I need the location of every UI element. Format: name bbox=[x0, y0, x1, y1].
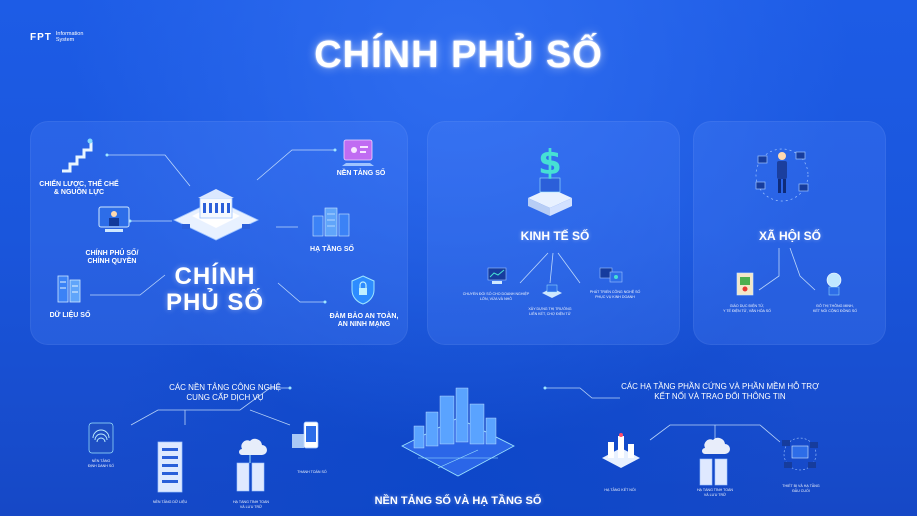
shared-line-2: VÀ LƯU TRỮ bbox=[239, 504, 263, 509]
platform-label: NỀN TẢNG SỐ bbox=[336, 170, 386, 177]
left-heading-line-1: CÁC NỀN TẢNG CÔNG NGHỆ bbox=[169, 383, 281, 392]
economy-item1-label: CHUYỂN ĐỔI SỐ CHO DOANH NGHIỆP LỚN, VỪA … bbox=[456, 292, 536, 301]
devices-line-1: THIẾT BỊ VÀ HẠ TẦNG bbox=[782, 484, 820, 488]
shared-label: HẠ TẦNG TÍNH TOÁN VÀ LƯU TRỮ bbox=[218, 500, 284, 509]
smart-city-platform-icon bbox=[401, 387, 515, 477]
data-label: DỮ LIỆU SỐ bbox=[49, 312, 91, 319]
economy-item1-line-1: CHUYỂN ĐỔI SỐ CHO DOANH NGHIỆP bbox=[462, 292, 530, 296]
digital-citizen-icon bbox=[755, 148, 809, 202]
computer-chart-icon bbox=[487, 267, 507, 284]
dollar-tower-icon: $ bbox=[528, 143, 572, 216]
society-item1-line-1: GIÁO DỤC ĐIỆN TỬ, bbox=[729, 304, 765, 308]
smart-city-icon bbox=[826, 272, 842, 296]
government-building-icon bbox=[173, 189, 259, 241]
society-item1-line-2: Y TẾ ĐIỆN TỬ, VĂN HÓA SỐ bbox=[723, 308, 771, 313]
tech-screens-icon bbox=[599, 267, 623, 283]
center-gov-label: CHÍNH PHỦ SỐ bbox=[160, 264, 270, 316]
economy-panel bbox=[427, 121, 680, 345]
center-gov-line-2: PHỦ SỐ bbox=[165, 289, 264, 316]
gov-local-label: CHÍNH PHỦ SỐ/ CHÍNH QUYỀN bbox=[72, 250, 152, 266]
logo-line-2: System bbox=[55, 37, 75, 43]
database-icon bbox=[57, 275, 81, 303]
ident-label: NỀN TẢNG ĐỊNH DANH SỐ bbox=[68, 459, 134, 468]
infra-label: HẠ TẦNG SỐ bbox=[310, 246, 354, 253]
economy-title: KINH TẾ SỐ bbox=[520, 229, 590, 243]
education-health-icon bbox=[736, 272, 754, 296]
left-heading: CÁC NỀN TẢNG CÔNG NGHỆ CUNG CẤP DỊCH VỤ bbox=[140, 383, 310, 403]
society-item2-line-2: KẾT NỐI CỘNG ĐỒNG SỐ bbox=[812, 308, 858, 313]
devices-line-2: ĐẦU CUỐI bbox=[792, 488, 810, 493]
society-item2-label: ĐÔ THỊ THÔNG MINH, KẾT NỐI CỘNG ĐỒNG SỐ bbox=[800, 304, 870, 313]
economy-item3-line-2: PHỤC VỤ KINH DOANH bbox=[595, 294, 635, 299]
security-shield-icon bbox=[351, 275, 375, 305]
logo-mark: FPT bbox=[30, 31, 52, 43]
logo-text: Information System bbox=[56, 31, 84, 43]
stairs-icon bbox=[62, 138, 93, 173]
center-gov-line-1: CHÍNH bbox=[174, 263, 256, 290]
right-heading-line-2: KẾT NỐI VÀ TRAO ĐỔI THÔNG TIN bbox=[654, 392, 786, 401]
devices-label: THIẾT BỊ VÀ HẠ TẦNG ĐẦU CUỐI bbox=[766, 484, 836, 493]
logo-line-1: Information bbox=[55, 31, 84, 37]
economy-item2-label: XÂY DỰNG THỊ TRƯỜNG LIÊN KẾT, CHỢ ĐIỆN T… bbox=[510, 307, 590, 316]
bottom-center-title: NỀN TẢNG SỐ VÀ HẠ TẦNG SỐ bbox=[374, 495, 542, 507]
shared-line-1: HẠ TẦNG TÍNH TOÁN bbox=[232, 500, 270, 504]
network-label: HẠ TẦNG KẾT NỐI bbox=[604, 488, 636, 492]
security-label: ĐẢM BẢO AN TOÀN, AN NINH MẠNG bbox=[322, 313, 406, 329]
data-server-icon bbox=[157, 441, 183, 493]
economy-item2-line-1: XÂY DỰNG THỊ TRƯỜNG bbox=[528, 307, 572, 311]
compute-storage-icon bbox=[699, 437, 730, 486]
compute-label: HẠ TẦNG TÍNH TOÁN VÀ LƯU TRỮ bbox=[682, 488, 748, 497]
right-heading-line-1: CÁC HẠ TẦNG PHẦN CỨNG VÀ PHẦN MỀM HỖ TRỢ bbox=[621, 382, 819, 391]
compute-line-2: VÀ LƯU TRỮ bbox=[703, 492, 727, 497]
marketplace-icon bbox=[542, 284, 562, 298]
economy-item1-line-2: LỚN, VỪA VÀ NHỎ bbox=[479, 296, 513, 301]
left-heading-line-2: CUNG CẤP DỊCH VỤ bbox=[186, 393, 264, 402]
gov-local-line-2: CHÍNH QUYỀN bbox=[87, 258, 137, 265]
presenter-icon bbox=[98, 206, 130, 232]
security-line-1: ĐẢM BẢO AN TOÀN, bbox=[329, 313, 399, 320]
page-title: CHÍNH PHỦ SỐ bbox=[314, 34, 603, 76]
security-line-2: AN NINH MẠNG bbox=[337, 321, 391, 328]
end-devices-icon bbox=[782, 437, 818, 471]
cloud-storage-icon bbox=[236, 438, 267, 492]
svg-text:$: $ bbox=[538, 143, 562, 183]
ident-line-2: ĐỊNH DANH SỐ bbox=[87, 463, 115, 468]
economy-item2-line-2: LIÊN KẾT, CHỢ ĐIỆN TỬ bbox=[529, 311, 571, 316]
payment-label: THANH TOÁN SỐ bbox=[297, 470, 327, 474]
fingerprint-icon bbox=[88, 422, 114, 454]
strategy-label: CHIẾN LƯỢC, THỂ CHẾ & NGUỒN LỰC bbox=[34, 181, 124, 197]
economy-item3-line-1: PHÁT TRIỂN CÔNG NGHỆ SỐ bbox=[589, 290, 641, 294]
society-item1-label: GIÁO DỤC ĐIỆN TỬ, Y TẾ ĐIỆN TỬ, VĂN HÓA … bbox=[712, 304, 782, 313]
society-item2-line-1: ĐÔ THỊ THÔNG MINH, bbox=[816, 304, 854, 308]
strategy-line-2: & NGUỒN LỰC bbox=[53, 189, 105, 196]
ident-line-1: NỀN TẢNG bbox=[91, 459, 111, 463]
gov-local-line-1: CHÍNH PHỦ SỐ/ bbox=[85, 250, 139, 257]
payment-phone-icon bbox=[292, 421, 319, 449]
economy-item3-label: PHÁT TRIỂN CÔNG NGHỆ SỐ PHỤC VỤ KINH DOA… bbox=[578, 290, 652, 299]
fpt-logo: FPT Information System bbox=[30, 31, 83, 43]
data-platform-label: NỀN TẢNG DỮ LIỆU bbox=[152, 500, 188, 504]
server-cluster-icon bbox=[312, 207, 350, 237]
compute-line-1: HẠ TẦNG TÍNH TOÁN bbox=[696, 488, 734, 492]
society-panel bbox=[693, 121, 886, 345]
strategy-line-1: CHIẾN LƯỢC, THỂ CHẾ bbox=[39, 181, 119, 188]
network-tower-icon bbox=[602, 433, 640, 468]
platform-screen-icon bbox=[342, 139, 374, 166]
right-heading: CÁC HẠ TẦNG PHẦN CỨNG VÀ PHẦN MỀM HỖ TRỢ… bbox=[590, 382, 850, 402]
society-title: XÃ HỘI SỐ bbox=[758, 229, 821, 243]
